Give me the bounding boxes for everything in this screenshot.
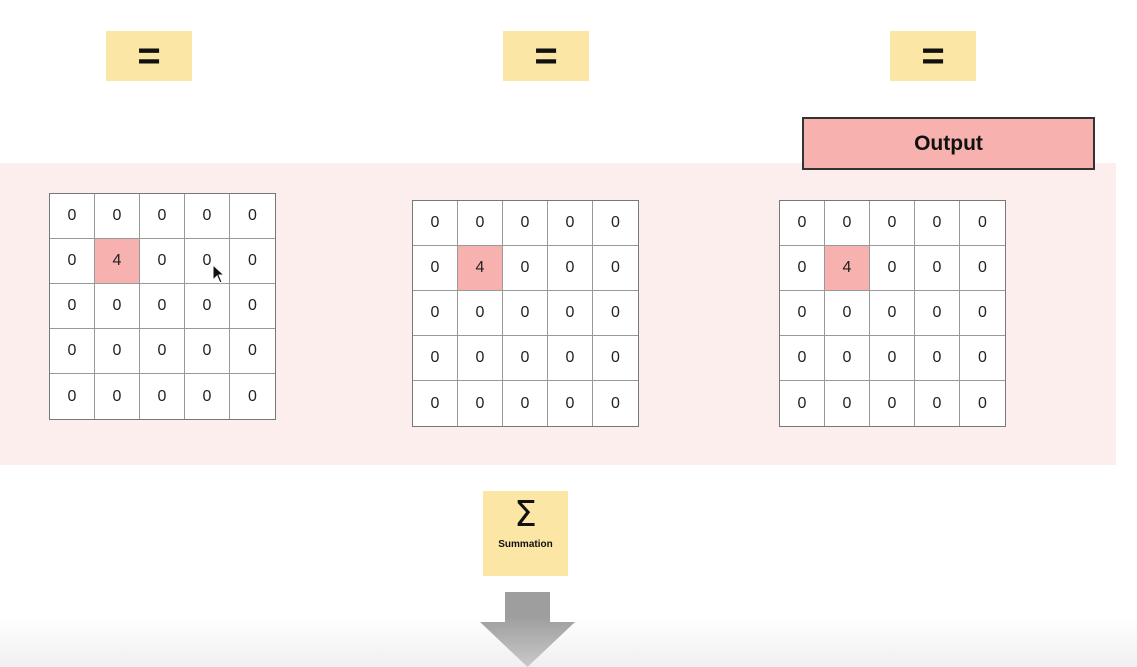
matrix-cell: 0 [413, 336, 458, 381]
mouse-pointer-icon [212, 264, 226, 284]
matrix-cell: 0 [593, 291, 638, 336]
matrix-cell: 0 [230, 284, 275, 329]
output-label: Output [914, 131, 983, 155]
matrix-cell: 0 [593, 336, 638, 381]
sigma-symbol: Σ [514, 494, 537, 535]
matrix-cell: 0 [230, 194, 275, 239]
matrix-cell: 0 [95, 329, 140, 374]
matrix-cell: 0 [825, 336, 870, 381]
matrix-cell: 0 [870, 201, 915, 246]
matrix-cell: 0 [870, 291, 915, 336]
matrix-cell: 4 [458, 246, 503, 291]
matrix-cell: 0 [825, 291, 870, 336]
matrix-cell: 0 [458, 336, 503, 381]
summation-label: Summation [498, 538, 553, 550]
matrix-cell: 0 [915, 381, 960, 426]
matrix-cell: 0 [915, 291, 960, 336]
matrix-cell: 0 [140, 239, 185, 284]
matrix-cell: 4 [95, 239, 140, 284]
equals-symbol: = [921, 34, 945, 78]
output-label-box: Output [802, 117, 1095, 170]
matrix-cell: 4 [825, 246, 870, 291]
matrix-cell: 0 [960, 246, 1005, 291]
equals-box-3: = [890, 31, 976, 81]
matrix-cell: 0 [825, 201, 870, 246]
matrix-cell: 0 [95, 374, 140, 419]
matrix-cell: 0 [50, 194, 95, 239]
matrix-cell: 0 [185, 194, 230, 239]
matrix-cell: 0 [960, 201, 1005, 246]
matrix-cell: 0 [548, 201, 593, 246]
matrix-cell: 0 [870, 381, 915, 426]
matrix-cell: 0 [548, 381, 593, 426]
matrix-cell: 0 [780, 336, 825, 381]
matrix-cell: 0 [870, 246, 915, 291]
matrix-cell: 0 [185, 374, 230, 419]
matrix-cell: 0 [548, 246, 593, 291]
matrix-cell: 0 [780, 201, 825, 246]
matrix-cell: 0 [50, 239, 95, 284]
matrix-cell: 0 [915, 246, 960, 291]
matrix-cell: 0 [140, 284, 185, 329]
summation-box: Σ Summation [483, 491, 568, 576]
matrix-cell: 0 [413, 246, 458, 291]
matrix-cell: 0 [593, 201, 638, 246]
matrix-cell: 0 [95, 284, 140, 329]
matrix-cell: 0 [458, 201, 503, 246]
matrix-cell: 0 [413, 291, 458, 336]
matrix-cell: 0 [230, 374, 275, 419]
matrix-cell: 0 [458, 291, 503, 336]
matrix-cell: 0 [185, 329, 230, 374]
matrix-cell: 0 [780, 291, 825, 336]
matrix-cell: 0 [825, 381, 870, 426]
matrix-cell: 0 [593, 381, 638, 426]
equals-symbol: = [534, 34, 558, 78]
matrix-cell: 0 [413, 201, 458, 246]
matrix-cell: 0 [503, 246, 548, 291]
matrix-cell: 0 [230, 239, 275, 284]
arrow-down-icon [480, 592, 575, 667]
equals-box-1: = [106, 31, 192, 81]
matrix-cell: 0 [230, 329, 275, 374]
matrix-cell: 0 [593, 246, 638, 291]
matrix-cell: 0 [140, 329, 185, 374]
matrix-cell: 0 [458, 381, 503, 426]
matrix-cell: 0 [140, 374, 185, 419]
matrix-cell: 0 [140, 194, 185, 239]
equals-box-2: = [503, 31, 589, 81]
matrix-cell: 0 [780, 246, 825, 291]
matrix-cell: 0 [503, 336, 548, 381]
matrix-cell: 0 [50, 284, 95, 329]
matrix-cell: 0 [548, 336, 593, 381]
matrix-cell: 0 [503, 291, 548, 336]
equals-symbol: = [137, 34, 161, 78]
matrix-cell: 0 [185, 239, 230, 284]
matrix-cell: 0 [960, 381, 1005, 426]
matrix-cell: 0 [50, 329, 95, 374]
matrix-cell: 0 [185, 284, 230, 329]
matrix-cell: 0 [50, 374, 95, 419]
matrix-cell: 0 [503, 201, 548, 246]
matrix-cell: 0 [503, 381, 548, 426]
matrix-cell: 0 [960, 291, 1005, 336]
matrix-cell: 0 [960, 336, 1005, 381]
matrix-cell: 0 [95, 194, 140, 239]
matrix-cell: 0 [915, 336, 960, 381]
matrix-cell: 0 [548, 291, 593, 336]
matrix-cell: 0 [413, 381, 458, 426]
matrix-cell: 0 [780, 381, 825, 426]
matrix-cell: 0 [870, 336, 915, 381]
matrix-cell: 0 [915, 201, 960, 246]
